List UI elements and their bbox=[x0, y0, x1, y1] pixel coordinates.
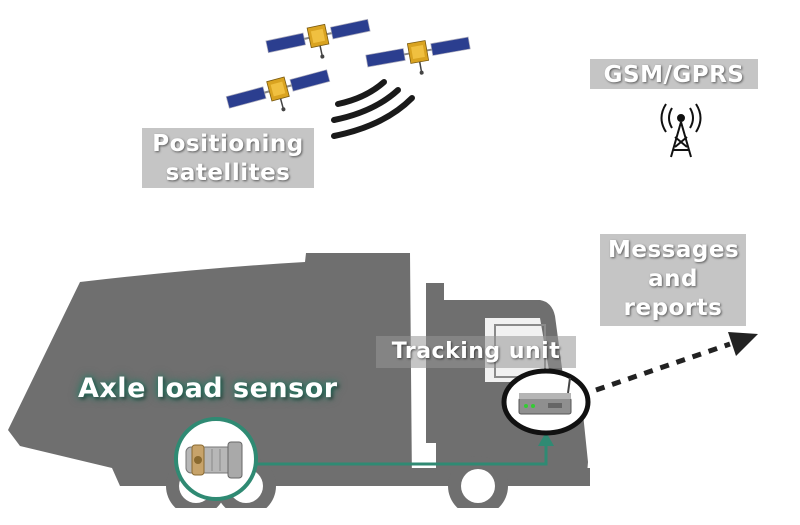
cell-tower-icon bbox=[660, 103, 702, 158]
positioning-satellites-label: Positioning satellites bbox=[142, 128, 314, 188]
truck-wheel bbox=[448, 456, 508, 516]
arrow-icon bbox=[595, 332, 758, 393]
satellite-icon bbox=[224, 64, 336, 126]
axle-load-sensor-label: Axle load sensor bbox=[78, 373, 338, 404]
tracking-unit-label: Tracking unit bbox=[376, 336, 576, 368]
messages-reports-label: Messages and reports bbox=[600, 234, 746, 326]
axle-sensor-icon bbox=[174, 417, 258, 501]
signal-waves-icon bbox=[331, 79, 415, 139]
sensor-connection-line bbox=[252, 432, 554, 466]
gsm-gprs-label: GSM/GPRS bbox=[590, 59, 758, 89]
satellite-icon bbox=[364, 32, 475, 85]
tracking-device-icon bbox=[501, 368, 591, 436]
satellite-icon bbox=[264, 14, 375, 71]
